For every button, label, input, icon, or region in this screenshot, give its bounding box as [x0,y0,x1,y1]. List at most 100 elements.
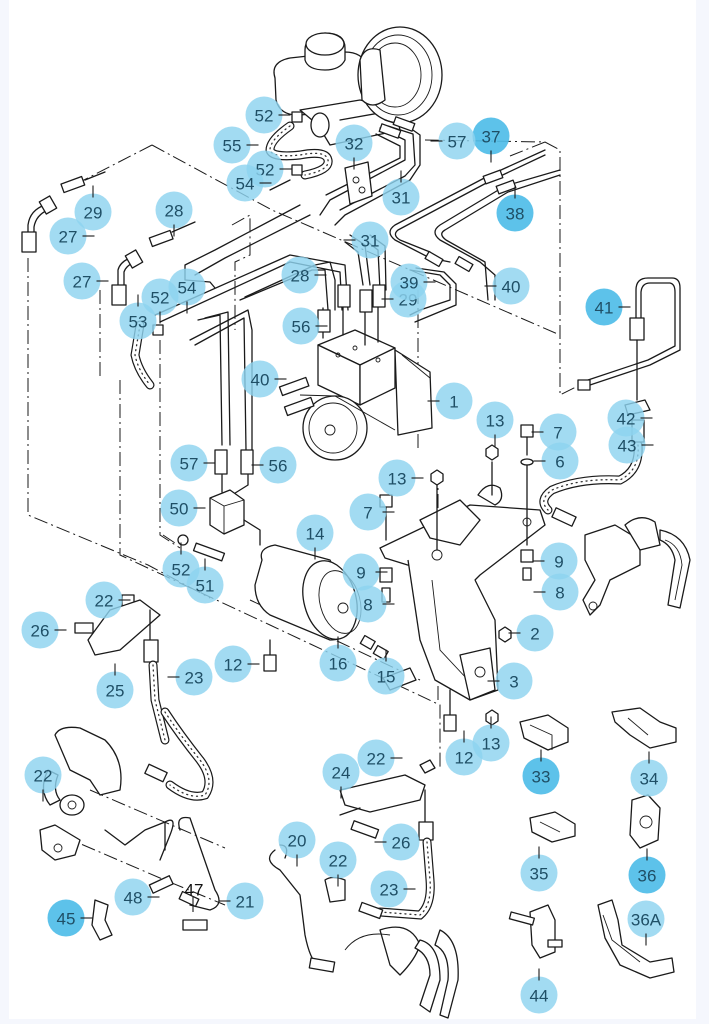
callout-number: 7 [363,504,372,523]
callout-29: 29 [74,185,112,231]
callout-circle [213,126,251,164]
callout-22: 22 [85,581,131,619]
callout-27: 27 [49,217,95,255]
callout-number: 41 [595,299,614,318]
callout-circle [541,573,579,611]
callout-22: 22 [357,739,403,777]
callout-circle [349,585,387,623]
callout-circle [520,854,558,892]
plain-label-text: 47 [185,881,204,900]
abs-mounting-bracket [379,461,546,701]
callout-number: 32 [345,135,364,154]
callout-circle [278,821,316,859]
callout-number: 22 [329,852,348,871]
callout-number: 45 [57,910,76,929]
callout-circle [378,459,416,497]
callout-number: 3 [509,673,518,692]
callout-number: 38 [506,205,525,224]
callout-12: 12 [214,645,260,683]
part-callouts: 1236778899121213131314151620212222222223… [21,96,668,1014]
callout-8: 8 [533,573,579,611]
reservoir-hose [265,111,333,191]
callout-48: 48 [114,878,160,916]
callout-circle [342,553,380,591]
callout-number: 36 [638,867,657,886]
callout-31: 31 [382,170,420,216]
callout-45: 45 [47,899,93,937]
left-margin-strip [0,0,9,1024]
callout-39: 39 [390,263,436,301]
callout-53: 53 [119,294,157,340]
callout-circle [63,262,101,300]
callout-number: 9 [356,564,365,583]
callout-circle [85,581,123,619]
callout-number: 21 [236,893,255,912]
callout-36a: 36A [627,900,665,946]
callout-35: 35 [520,846,558,892]
callout-circle [541,442,579,480]
callout-number: 36A [631,911,662,930]
callout-54: 54 [168,268,206,314]
callout-16: 16 [319,636,357,682]
callout-1: 1 [427,382,473,420]
callout-number: 40 [502,278,521,297]
callout-number: 34 [640,770,659,789]
bottom-margin-strip [0,1019,709,1024]
brake-line-clips [508,707,677,979]
callout-number: 50 [170,500,189,519]
callout-circle [245,96,283,134]
callout-circle [322,753,360,791]
callout-24: 24 [322,753,360,799]
callout-7: 7 [349,493,395,531]
callout-number: 26 [392,834,411,853]
callout-circle [495,662,533,700]
callout-9: 9 [342,553,388,591]
callout-number: 8 [363,596,372,615]
callout-number: 2 [530,625,539,644]
callout-number: 12 [224,656,243,675]
callout-37: 37 [472,117,510,163]
callout-number: 31 [392,189,411,208]
callout-21: 21 [218,882,264,920]
callout-26: 26 [21,611,67,649]
callout-number: 16 [329,655,348,674]
callout-14: 14 [296,514,334,560]
callout-8: 8 [349,585,395,623]
callout-circle [168,268,206,306]
rear-brake-lines [389,149,561,323]
callout-number: 56 [269,457,288,476]
callout-27: 27 [63,262,109,300]
callout-number: 23 [185,669,204,688]
callout-number: 14 [306,525,325,544]
callout-circle [282,307,320,345]
callout-number: 33 [532,768,551,787]
callout-51: 51 [186,558,224,604]
callout-52: 52 [162,542,200,588]
callout-number: 29 [84,204,103,223]
plain-label-47: 47 [185,881,204,912]
callout-57: 57 [430,122,476,160]
callout-circle [241,360,279,398]
line-fittings-left [21,171,196,306]
callout-number: 8 [555,584,564,603]
callout-number: 57 [448,133,467,152]
callout-circle [259,446,297,484]
callout-number: 28 [291,267,310,286]
callout-circle [155,191,193,229]
callout-number: 1 [449,393,458,412]
callout-circle [516,614,554,652]
callout-32: 32 [335,124,373,170]
callout-circle [630,759,668,797]
callout-circle [476,401,514,439]
callout-number: 15 [377,668,396,687]
callout-circle [608,426,646,464]
callout-circle [281,256,319,294]
hardware-fasteners [379,424,534,732]
callout-circle [540,542,578,580]
callout-circle [351,221,389,259]
callout-circle [226,882,264,920]
callout-number: 25 [106,682,125,701]
callout-circle [370,870,408,908]
callout-number: 22 [34,767,53,786]
callout-circle [226,164,264,202]
